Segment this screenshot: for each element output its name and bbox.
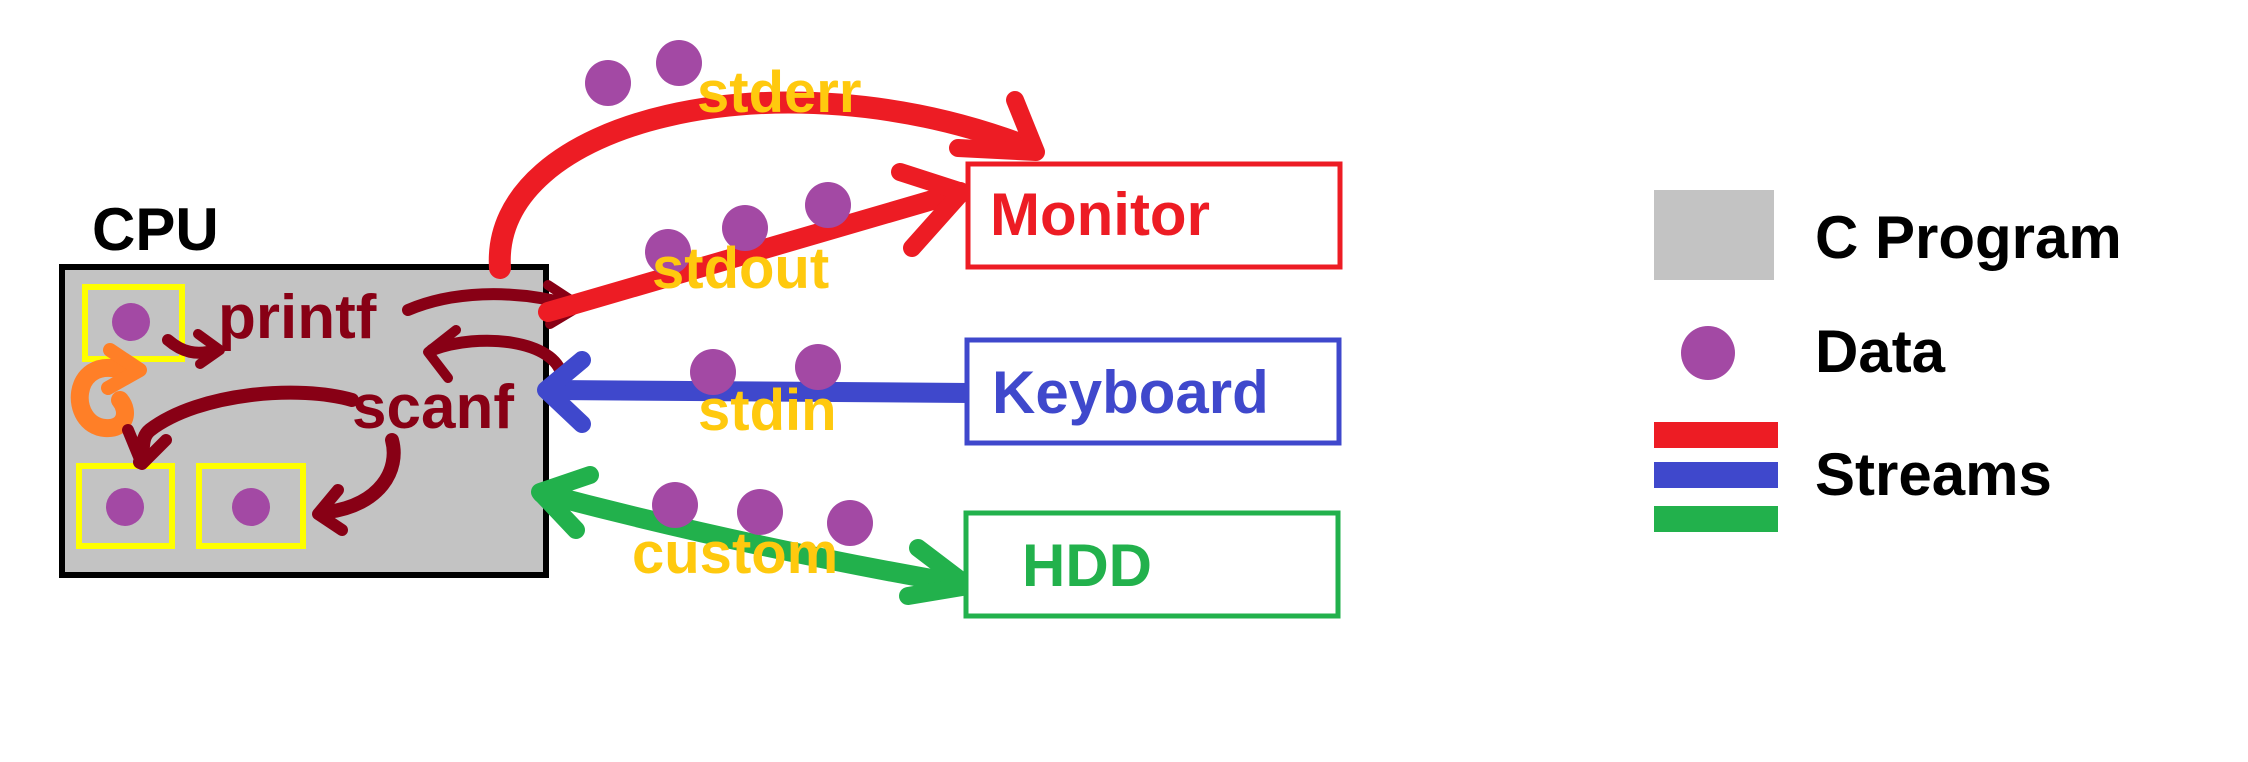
legend-data-label: Data xyxy=(1815,318,1946,385)
monitor-label: Monitor xyxy=(990,181,1210,248)
legend-streams-label: Streams xyxy=(1815,441,2052,508)
custom-arrow xyxy=(532,483,975,595)
legend-program-swatch xyxy=(1654,190,1774,280)
arrowhead xyxy=(122,424,172,470)
data-dot xyxy=(585,60,631,106)
stdin-label: stdin xyxy=(698,378,837,443)
arrow-scanf-in xyxy=(426,334,568,382)
loop-arrow xyxy=(70,358,134,438)
data-dot xyxy=(690,349,736,395)
monitor-box xyxy=(965,161,1343,270)
data-dot xyxy=(645,229,691,275)
scanf-label: scanf xyxy=(352,373,514,442)
data-dot xyxy=(112,303,150,341)
custom-label: custom xyxy=(632,521,838,586)
custom-arrowhead-left xyxy=(531,466,599,539)
data-dot xyxy=(722,205,768,251)
data-dot xyxy=(106,488,144,526)
arrow-scanf-to-cell xyxy=(321,433,401,519)
data-dot xyxy=(827,500,873,546)
stdin-arrowhead xyxy=(537,351,591,433)
stdout-label: stdout xyxy=(652,236,829,301)
printf-label: printf xyxy=(218,283,377,352)
arrowhead xyxy=(423,325,461,383)
hdd-box xyxy=(963,510,1341,619)
arrowhead xyxy=(193,329,225,369)
data-dot xyxy=(737,489,783,535)
stderr-arrowhead xyxy=(949,91,1045,161)
stderr-arrow xyxy=(488,91,1041,279)
arrow-scanf-to-cell xyxy=(133,385,359,469)
stdout-arrowhead xyxy=(891,163,971,257)
stdout-arrow xyxy=(538,182,970,322)
legend-data-dot xyxy=(1681,326,1735,380)
data-dot xyxy=(656,40,702,86)
cpu-label: CPU xyxy=(92,196,219,263)
hdd-label: HDD xyxy=(1022,532,1152,599)
stdin-arrow xyxy=(542,380,980,403)
arrow-printf-out xyxy=(402,288,578,316)
arrowhead xyxy=(312,484,348,536)
keyboard-label: Keyboard xyxy=(992,359,1269,426)
keyboard-box xyxy=(964,337,1342,446)
legend-stream-green xyxy=(1654,506,1778,532)
data-dot xyxy=(652,482,698,528)
legend-program-label: C Program xyxy=(1815,204,2122,271)
memory-cell xyxy=(196,463,306,549)
legend-stream-blue xyxy=(1654,462,1778,488)
memory-cell xyxy=(76,463,175,549)
loop-arrowhead xyxy=(101,343,147,395)
data-dot xyxy=(795,344,841,390)
data-dot xyxy=(805,182,851,228)
stderr-label: stderr xyxy=(697,60,861,125)
legend-stream-red xyxy=(1654,422,1778,448)
data-dot xyxy=(232,488,270,526)
